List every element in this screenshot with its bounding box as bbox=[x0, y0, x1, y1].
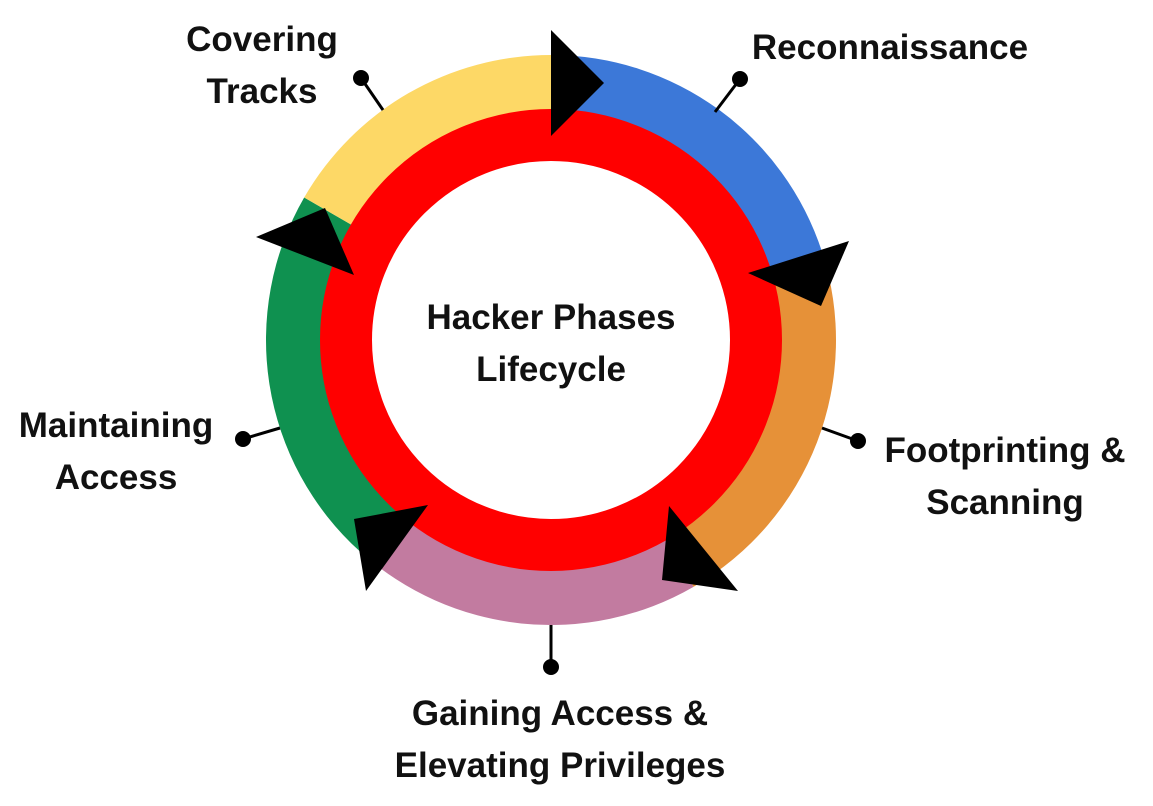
phase-label-line: Footprinting & bbox=[884, 431, 1126, 470]
connector-dot-maintaining bbox=[235, 431, 251, 447]
phase-label-line: Gaining Access & bbox=[411, 694, 709, 733]
center-title: Hacker Phases Lifecycle bbox=[401, 292, 701, 396]
flow-arrow-covering bbox=[256, 208, 354, 275]
phase-segment-covering bbox=[304, 55, 551, 230]
phase-label-footprinting: Footprinting & Scanning bbox=[870, 425, 1140, 529]
phase-label-line: Elevating Privileges bbox=[394, 746, 726, 785]
connector-dot-reconnaissance bbox=[732, 71, 748, 87]
phase-label-reconnaissance: Reconnaissance bbox=[740, 22, 1040, 74]
phase-segment-maintaining bbox=[266, 197, 404, 552]
phase-label-maintaining-access: Maintaining Access bbox=[6, 400, 226, 504]
flow-arrow-gaining bbox=[662, 506, 738, 591]
flow-arrow-maintaining bbox=[354, 505, 428, 591]
connector-dot-gaining bbox=[543, 659, 559, 675]
connector-dot-footprinting bbox=[850, 433, 866, 449]
phase-label-line: Scanning bbox=[926, 483, 1084, 522]
phase-label-line: Reconnaissance bbox=[751, 28, 1029, 67]
phase-label-covering-tracks: Covering Tracks bbox=[172, 14, 352, 118]
flow-arrow-reconnaissance bbox=[551, 30, 604, 136]
phase-label-line: Covering bbox=[186, 20, 338, 59]
flow-arrow-footprinting bbox=[748, 241, 849, 306]
phase-label-line: Tracks bbox=[206, 72, 318, 111]
phase-label-line: Access bbox=[54, 458, 178, 497]
phase-label-gaining-access: Gaining Access & Elevating Privileges bbox=[360, 688, 760, 792]
center-title-line-2: Lifecycle bbox=[476, 350, 626, 389]
phase-label-line: Maintaining bbox=[18, 406, 214, 445]
center-title-line-1: Hacker Phases bbox=[426, 298, 676, 337]
connector-dot-covering bbox=[353, 70, 369, 86]
